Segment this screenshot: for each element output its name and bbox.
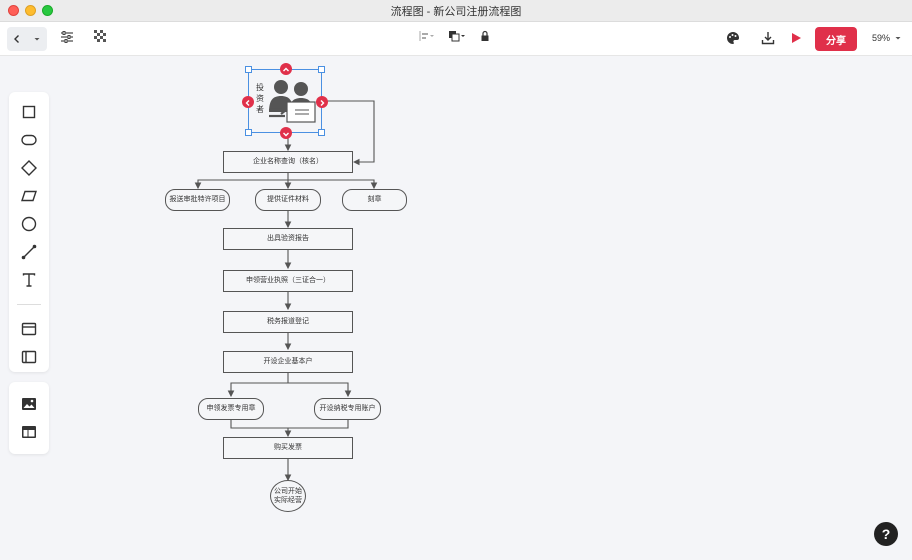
selection-handle[interactable] xyxy=(318,129,325,136)
swimlane-tool[interactable] xyxy=(19,347,39,367)
layers-icon xyxy=(449,31,465,42)
theme-button[interactable] xyxy=(726,31,740,45)
download-button[interactable] xyxy=(761,31,775,45)
investor-label: 投 资 者 xyxy=(256,83,264,115)
window-controls xyxy=(8,5,53,16)
chevron-up-icon xyxy=(283,67,289,72)
chevron-left-icon xyxy=(14,35,19,43)
title-bar: 流程图 - 新公司注册流程图 xyxy=(0,0,912,22)
help-button[interactable]: ? xyxy=(874,522,898,546)
settings-sliders-button[interactable] xyxy=(60,30,74,44)
node-business-license[interactable]: 申领营业执照（三证合一） xyxy=(223,270,353,292)
align-left-icon xyxy=(419,31,434,41)
investor-people-icon xyxy=(269,80,316,123)
line-tool[interactable] xyxy=(19,242,39,262)
container-tool[interactable] xyxy=(19,319,39,339)
align-button[interactable] xyxy=(419,30,435,42)
connect-down-handle[interactable] xyxy=(280,127,292,139)
node-operation-start-line1: 公司开始 xyxy=(274,487,302,495)
layer-order-button[interactable] xyxy=(448,30,466,42)
node-capital-report[interactable]: 出具验资报告 xyxy=(223,228,353,250)
present-button[interactable] xyxy=(790,32,802,44)
chevron-left-icon xyxy=(245,100,250,106)
node-name-query[interactable]: 企业名称查询（核名） xyxy=(223,151,353,173)
checkerboard-icon xyxy=(94,30,106,42)
selection-handle[interactable] xyxy=(245,129,252,136)
node-invoice-seal[interactable]: 申领发票专用章 xyxy=(198,398,264,420)
back-button-group xyxy=(7,27,47,51)
parallelogram-icon xyxy=(21,190,37,202)
image-tool[interactable] xyxy=(19,394,39,414)
image-icon xyxy=(22,398,36,410)
caret-down-icon xyxy=(895,37,901,40)
connect-right-handle[interactable] xyxy=(316,96,328,108)
chevron-right-icon xyxy=(320,100,325,106)
line-icon xyxy=(21,244,37,260)
share-button[interactable]: 分享 xyxy=(815,27,857,51)
node-operation-start-line2: 实际经营 xyxy=(274,497,302,504)
caret-down-icon xyxy=(34,38,40,41)
node-basic-account[interactable]: 开设企业基本户 xyxy=(223,351,353,373)
zoom-control[interactable]: 59% xyxy=(872,33,902,43)
back-button[interactable] xyxy=(7,27,27,51)
sidebar-layout-icon xyxy=(21,350,37,364)
canvas-background-button[interactable] xyxy=(94,30,106,42)
parallelogram-tool[interactable] xyxy=(19,186,39,206)
selection-handle[interactable] xyxy=(318,66,325,73)
shape-toolbar xyxy=(9,92,49,372)
sliders-icon xyxy=(61,31,73,43)
lock-button[interactable] xyxy=(479,30,491,42)
node-buy-invoice[interactable]: 购买发票 xyxy=(223,437,353,459)
template-tool[interactable] xyxy=(19,422,39,442)
minimize-window-button[interactable] xyxy=(25,5,36,16)
selection-handle[interactable] xyxy=(245,66,252,73)
node-tax-account[interactable]: 开设纳税专用账户 xyxy=(314,398,381,420)
download-icon xyxy=(761,32,775,45)
chevron-down-icon xyxy=(283,132,289,137)
back-menu-button[interactable] xyxy=(27,27,47,51)
connect-left-handle[interactable] xyxy=(242,96,254,108)
node-seal[interactable]: 刻章 xyxy=(342,189,407,211)
text-tool[interactable] xyxy=(19,270,39,290)
palette-icon xyxy=(727,32,739,44)
diamond-icon xyxy=(21,160,37,176)
window-title: 流程图 - 新公司注册流程图 xyxy=(390,5,522,18)
close-window-button[interactable] xyxy=(8,5,19,16)
toolbar: 分享 59% xyxy=(0,22,912,56)
rectangle-icon xyxy=(22,105,36,119)
diamond-tool[interactable] xyxy=(19,158,39,178)
insert-toolbar xyxy=(9,382,49,454)
node-documents[interactable]: 提供证件材料 xyxy=(255,189,321,211)
zoom-level: 59% xyxy=(872,33,891,43)
circle-icon xyxy=(21,216,37,232)
window-icon xyxy=(21,322,37,336)
play-icon xyxy=(792,33,801,43)
rounded-rect-icon xyxy=(21,134,37,146)
circle-tool[interactable] xyxy=(19,214,39,234)
maximize-window-button[interactable] xyxy=(42,5,53,16)
node-special-approval[interactable]: 报送审批特许项目 xyxy=(165,189,230,211)
rectangle-tool[interactable] xyxy=(19,102,39,122)
node-tax-registration[interactable]: 税务报道登记 xyxy=(223,311,353,333)
ellipse-tool[interactable] xyxy=(19,130,39,150)
text-icon xyxy=(22,273,36,287)
toolbar-divider xyxy=(17,304,41,305)
connect-up-handle[interactable] xyxy=(280,63,292,75)
node-operation-start[interactable]: 公司开始 实际经营 xyxy=(270,480,306,512)
investor-node[interactable]: 投 资 者 xyxy=(242,63,328,139)
layout-template-icon xyxy=(22,426,36,438)
lock-icon xyxy=(481,30,489,41)
